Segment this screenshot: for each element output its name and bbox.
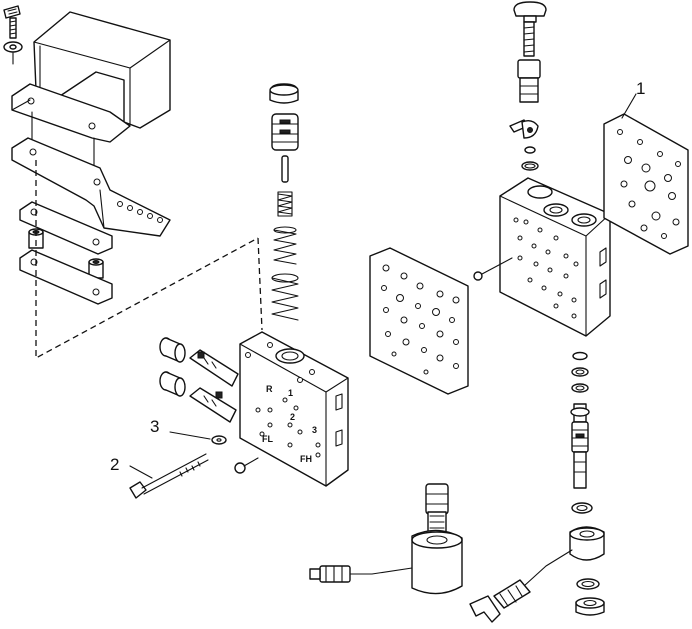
mark-fh: FH: [300, 454, 312, 464]
cartridge-plug-upper: [159, 337, 186, 363]
right-o-ring-3: [571, 383, 589, 393]
assembly-dashed-outline: [35, 160, 263, 360]
solenoid-coil-center: [411, 483, 463, 595]
large-spring: [271, 273, 299, 321]
cover-screw: [3, 5, 21, 39]
mark-fl: FL: [262, 434, 273, 444]
right-o-ring-top: [521, 161, 539, 171]
coil-wire-right: [523, 549, 573, 587]
bracket-plate-bottom: [19, 249, 113, 305]
callout-3: 3: [150, 417, 159, 436]
coil-wire-center: [349, 567, 413, 575]
connector-plug-right: [493, 579, 531, 609]
right-valve-cap: [513, 1, 547, 23]
mark-3: 3: [312, 425, 317, 435]
gasket-plate-left: [369, 247, 469, 395]
valve-cap: [269, 83, 299, 104]
solenoid-cartridge-upper: [189, 349, 239, 387]
cover-washer: [3, 41, 23, 53]
mark-2: 2: [290, 412, 295, 422]
right-small-washer: [524, 146, 536, 154]
right-stem-upper: [517, 59, 541, 103]
solenoid-coil-right: [569, 526, 605, 561]
mark-r: R: [266, 384, 273, 394]
right-cartridge-valve: [570, 403, 590, 489]
long-bolt-2: [129, 453, 209, 499]
mark-1: 1: [288, 388, 293, 398]
connector-plug-center: [309, 565, 351, 583]
valve-body-right: [499, 177, 611, 337]
gasket-plate-right: [603, 113, 689, 255]
small-spring: [277, 191, 293, 217]
valve-body-center: R 1 2 3 FL FH: [239, 331, 349, 487]
right-threaded-rod: [523, 21, 535, 57]
small-screw-center: [234, 457, 259, 474]
mounting-bracket-top: [11, 83, 131, 143]
washer-3: [211, 435, 227, 445]
spacer-right: [88, 258, 104, 279]
angled-lever-bracket: [11, 137, 171, 237]
bracket-plate-middle: [19, 201, 113, 255]
right-nut: [575, 597, 605, 616]
right-o-ring-5: [576, 578, 600, 590]
cartridge-plug-lower: [159, 371, 186, 397]
small-screw-right: [473, 257, 513, 281]
spool-valve: [271, 113, 299, 151]
medium-spring: [273, 226, 297, 265]
right-key-pin: [509, 119, 539, 139]
callout-1: 1: [636, 79, 645, 98]
pin: [281, 155, 289, 183]
connector-clip: [469, 595, 501, 623]
callout-2: 2: [110, 455, 119, 474]
right-o-ring-4: [571, 502, 593, 514]
right-o-ring-2: [571, 367, 589, 377]
right-o-ring-1: [572, 351, 588, 361]
solenoid-cartridge-lower: [189, 387, 237, 423]
